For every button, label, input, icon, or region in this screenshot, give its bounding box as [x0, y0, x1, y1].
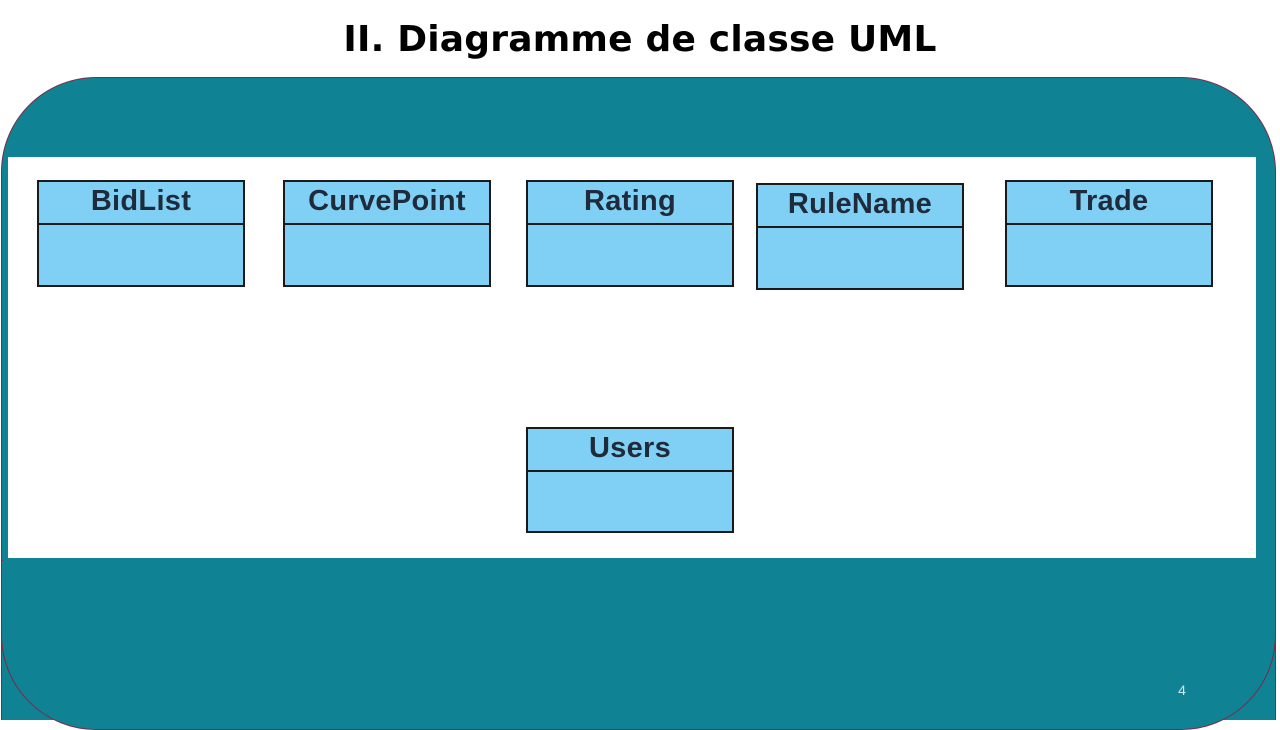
- uml-class-rulename: RuleName: [756, 183, 964, 290]
- class-name: Users: [528, 429, 732, 472]
- class-name: RuleName: [758, 185, 962, 228]
- uml-class-curvepoint: CurvePoint: [283, 180, 491, 287]
- class-name: Rating: [528, 182, 732, 225]
- class-name: BidList: [39, 182, 243, 225]
- class-name: CurvePoint: [285, 182, 489, 225]
- class-attributes: [1007, 225, 1211, 284]
- class-name: Trade: [1007, 182, 1211, 225]
- class-attributes: [528, 225, 732, 284]
- class-attributes: [39, 225, 243, 284]
- class-attributes: [285, 225, 489, 284]
- class-attributes: [528, 472, 732, 531]
- uml-class-rating: Rating: [526, 180, 734, 287]
- page-number: 4: [1178, 682, 1186, 698]
- class-attributes: [758, 228, 962, 287]
- uml-class-users: Users: [526, 427, 734, 533]
- slide-title: II. Diagramme de classe UML: [343, 19, 937, 60]
- uml-class-trade: Trade: [1005, 180, 1213, 287]
- diagram-canvas: BidList CurvePoint Rating RuleName Trade…: [8, 157, 1256, 558]
- uml-class-bidlist: BidList: [37, 180, 245, 287]
